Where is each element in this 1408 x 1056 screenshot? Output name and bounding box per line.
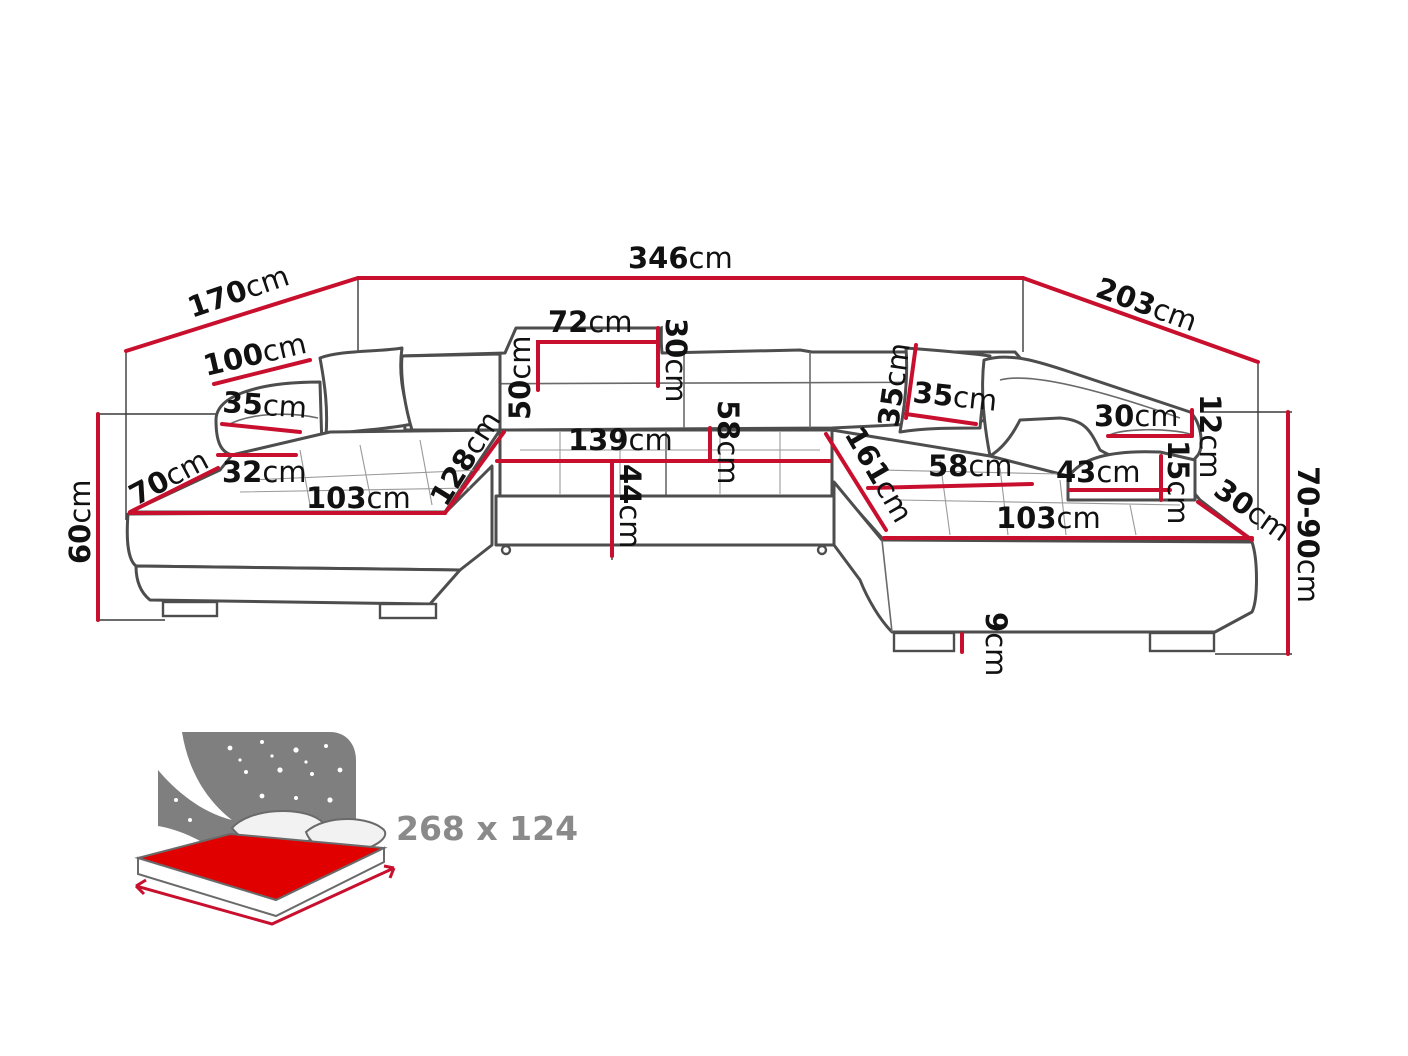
- left-leg-1: [163, 602, 217, 616]
- label-43: 43cm: [1056, 455, 1141, 489]
- label-72: 72cm: [548, 305, 633, 339]
- bed-illustration: 268 x 124: [136, 732, 578, 924]
- label-203: 203cm: [1092, 271, 1202, 339]
- left-leg-2: [380, 604, 436, 618]
- label-12: 12cm: [1193, 394, 1227, 479]
- right-leg-2: [1150, 633, 1214, 651]
- label-32: 32cm: [222, 455, 307, 489]
- middle-base: [496, 496, 834, 545]
- label-139: 139cm: [568, 423, 673, 457]
- bed-size-label: 268 x 124: [396, 809, 578, 848]
- label-60: 60cm: [63, 479, 97, 564]
- label-50: 50cm: [503, 335, 537, 420]
- label-15: 15cm: [1161, 440, 1195, 525]
- left-pillow: [320, 348, 412, 436]
- label-30-head: 30cm: [659, 318, 693, 403]
- label-103-left: 103cm: [306, 481, 411, 515]
- right-leg-1: [894, 633, 954, 651]
- label-58-right: 58cm: [928, 449, 1013, 483]
- label-9: 9cm: [979, 612, 1013, 676]
- label-58-mid: 58cm: [711, 400, 745, 485]
- label-30-arm: 30cm: [1094, 399, 1179, 433]
- label-103-right: 103cm: [996, 501, 1101, 535]
- label-35-left: 35cm: [222, 385, 309, 425]
- label-346: 346cm: [628, 241, 733, 275]
- label-70-90: 70-90cm: [1291, 466, 1325, 603]
- label-44: 44cm: [613, 464, 647, 549]
